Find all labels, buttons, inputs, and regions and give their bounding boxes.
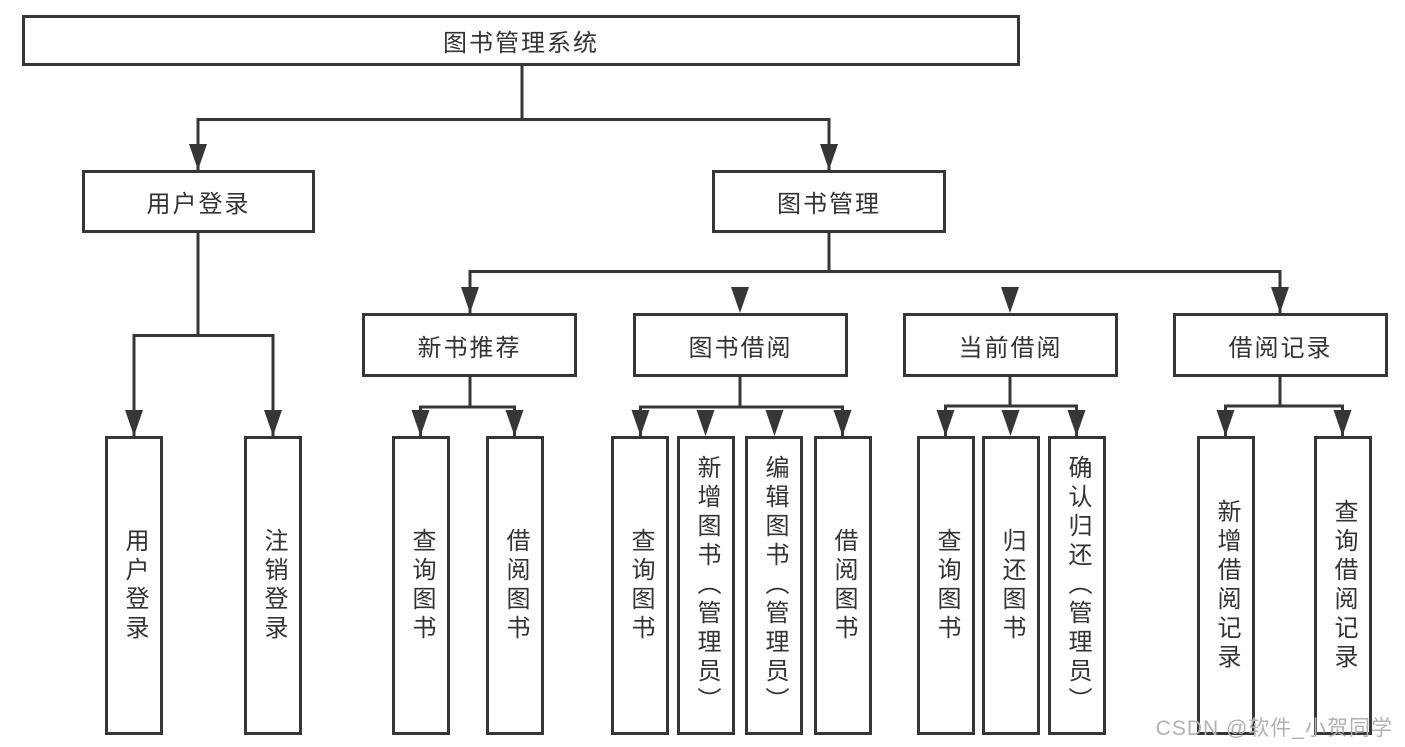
leaf-confirm-return-admin: 确认归还（管理员） bbox=[1048, 436, 1106, 735]
leaf-user-login: 用户登录 bbox=[105, 436, 163, 735]
node-library-management-system: 图书管理系统 bbox=[22, 15, 1020, 66]
leaf-query-books-recommend: 查询图书 bbox=[392, 436, 450, 735]
leaf-label: 查询借阅记录 bbox=[1330, 498, 1357, 673]
node-user-login: 用户登录 bbox=[82, 170, 315, 233]
leaf-label: 新增图书（管理员） bbox=[693, 455, 720, 716]
leaf-label: 编辑图书（管理员） bbox=[761, 455, 788, 716]
leaf-add-borrow-record: 新增借阅记录 bbox=[1197, 436, 1255, 735]
leaf-label: 归还图书 bbox=[998, 527, 1025, 644]
leaf-add-books-admin: 新增图书（管理员） bbox=[677, 436, 735, 735]
leaf-borrow-books: 借阅图书 bbox=[814, 436, 872, 735]
leaf-edit-books-admin: 编辑图书（管理员） bbox=[745, 436, 803, 735]
group-current-borrow: 当前借阅 bbox=[903, 313, 1118, 377]
leaf-logout: 注销登录 bbox=[244, 436, 302, 735]
leaf-query-books-borrow: 查询图书 bbox=[611, 436, 669, 735]
leaf-label: 查询图书 bbox=[408, 527, 435, 644]
leaf-label: 查询图书 bbox=[933, 527, 960, 644]
group-new-book-recommend: 新书推荐 bbox=[362, 313, 577, 377]
group-book-borrow: 图书借阅 bbox=[633, 313, 848, 377]
leaf-label: 新增借阅记录 bbox=[1213, 498, 1240, 673]
leaf-label: 借阅图书 bbox=[830, 527, 857, 644]
leaf-query-books-current: 查询图书 bbox=[917, 436, 975, 735]
leaf-query-borrow-record: 查询借阅记录 bbox=[1314, 436, 1372, 735]
leaf-label: 借阅图书 bbox=[502, 527, 529, 644]
leaf-label: 查询图书 bbox=[627, 527, 654, 644]
leaf-logout-label: 注销登录 bbox=[260, 527, 287, 644]
node-book-management: 图书管理 bbox=[712, 170, 946, 233]
leaf-borrow-books-recommend: 借阅图书 bbox=[486, 436, 544, 735]
leaf-user-login-label: 用户登录 bbox=[121, 527, 148, 644]
csdn-watermark: CSDN @软件_小贺同学 bbox=[1155, 717, 1393, 740]
leaf-return-books: 归还图书 bbox=[982, 436, 1040, 735]
leaf-label: 确认归还（管理员） bbox=[1064, 455, 1091, 716]
group-borrow-records: 借阅记录 bbox=[1173, 313, 1388, 377]
